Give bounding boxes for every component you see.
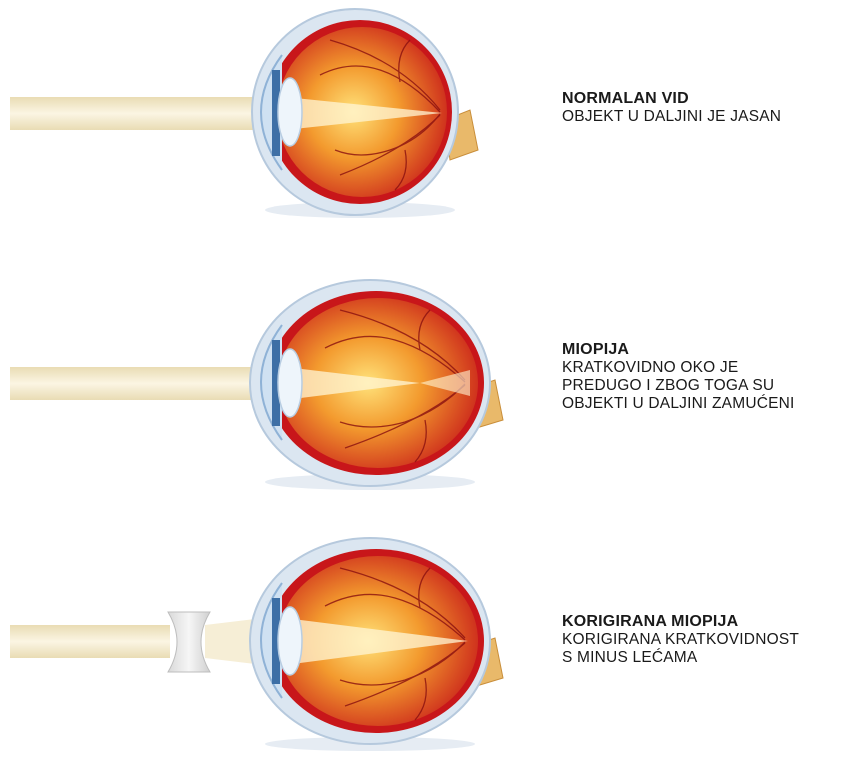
crystalline-lens — [278, 349, 302, 417]
caption-title: NORMALAN VID — [562, 89, 781, 108]
light-beam — [10, 367, 270, 400]
panel-normal-vision: NORMALAN VID OBJEKT U DALJINI JE JASAN — [0, 0, 866, 230]
caption-title: MIOPIJA — [562, 340, 795, 359]
panel-myopia: MIOPIJA KRATKOVIDNO OKO JE PREDUGO I ZBO… — [0, 270, 866, 500]
panel-corrected-myopia: KORIGIRANA MIOPIJA KORIGIRANA KRATKOVIDN… — [0, 530, 866, 760]
caption-description: OBJEKT U DALJINI JE JASAN — [562, 108, 781, 126]
caption-corrected: KORIGIRANA MIOPIJA KORIGIRANA KRATKOVIDN… — [562, 612, 799, 667]
eye-diagram-myopia — [0, 270, 560, 500]
light-beam — [10, 625, 170, 658]
eye-diagram-normal — [0, 0, 560, 230]
concave-lens-icon — [168, 612, 210, 672]
crystalline-lens — [278, 607, 302, 675]
light-beam — [10, 97, 270, 130]
caption-myopia: MIOPIJA KRATKOVIDNO OKO JE PREDUGO I ZBO… — [562, 340, 795, 413]
caption-description: KORIGIRANA KRATKOVIDNOST S MINUS LEĆAMA — [562, 631, 799, 667]
caption-normal: NORMALAN VID OBJEKT U DALJINI JE JASAN — [562, 89, 781, 126]
eye-diagram-corrected — [0, 530, 560, 753]
caption-description: KRATKOVIDNO OKO JE PREDUGO I ZBOG TOGA S… — [562, 359, 795, 413]
caption-title: KORIGIRANA MIOPIJA — [562, 612, 799, 631]
crystalline-lens — [278, 78, 302, 146]
